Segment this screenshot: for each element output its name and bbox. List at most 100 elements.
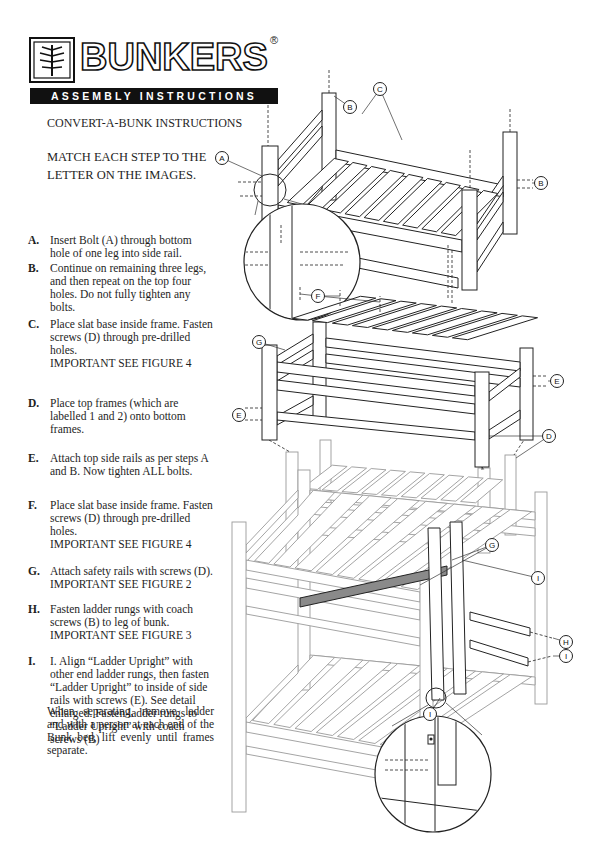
bed-frame-figure — [254, 174, 286, 206]
leader-line — [489, 436, 549, 458]
bed-frame-figure — [270, 200, 292, 340]
band-text: ASSEMBLY INSTRUCTIONS — [51, 90, 257, 102]
top-bunk-figure — [269, 440, 290, 452]
assembled-bunk-figure — [232, 470, 552, 841]
assembled-bunk-figure — [380, 715, 490, 841]
top-bunk-figure — [489, 410, 520, 439]
leader-line — [462, 560, 538, 578]
bed-frame-figure — [300, 252, 350, 253]
registered-mark: ® — [270, 34, 278, 47]
bed-frame-figure — [517, 188, 533, 189]
callout-letter: B — [538, 179, 543, 188]
callout-letter: H — [563, 638, 569, 647]
bed-frame-figure — [255, 201, 258, 215]
important-note: IMPORTANT SEE FIGURE 4 — [50, 538, 214, 551]
important-note: IMPORTANT SEE FIGURE 4 — [50, 357, 214, 370]
bed-frame-figure — [238, 182, 262, 183]
step-letter: D. — [28, 397, 39, 410]
top-bunk-figure — [533, 386, 548, 387]
callout-letter: C — [377, 85, 383, 94]
important-note: IMPORTANT SEE FIGURE 2 — [50, 578, 214, 591]
top-bunk-figure — [292, 296, 537, 339]
callout-circle: E — [232, 408, 246, 422]
instruction-note: MATCH EACH STEP TO THE LETTER ON THE IMA… — [47, 148, 215, 184]
logo-icon — [34, 42, 70, 78]
assembled-bunk-figure — [428, 735, 434, 744]
step-text: Place top frames (which are labelled 1 a… — [50, 397, 214, 436]
callout-circle: A — [215, 151, 229, 165]
assembled-bunk-figure — [528, 656, 552, 662]
step-text: Attach top side rails as per steps A and… — [50, 452, 214, 478]
bed-frame-figure — [452, 250, 453, 305]
title-band: ASSEMBLY INSTRUCTIONS — [30, 88, 278, 104]
callout-letter: I — [565, 652, 567, 661]
assembled-bunk-figure — [380, 798, 490, 812]
bed-frame-figure — [503, 132, 517, 234]
callout-circle: I — [559, 649, 573, 663]
top-bunk-figure — [245, 408, 262, 409]
callout-circle: F — [311, 289, 325, 303]
top-bunk-figure — [475, 372, 489, 467]
top-bunk-figure — [277, 380, 475, 414]
top-bunk-figure — [245, 420, 262, 421]
step-letter: C. — [28, 318, 39, 331]
callout-letter: F — [316, 292, 321, 301]
closing-note: When separating, remove ladder and with … — [47, 705, 214, 757]
callout-letter: I — [429, 710, 431, 719]
callout-circle: G — [252, 335, 266, 349]
bed-frame-figure — [470, 150, 471, 190]
step-letter: H. — [28, 603, 40, 616]
top-bunk-figure — [461, 479, 503, 503]
step-text: Fasten ladder rungs with coach screws (B… — [50, 603, 214, 629]
step-letter: A. — [28, 234, 39, 247]
callout-circle: B — [343, 100, 357, 114]
assembled-bunk-figure — [438, 715, 456, 785]
bed-frame-figure — [517, 180, 533, 181]
assembled-bunk-figure — [428, 528, 444, 700]
step-letter: B. — [28, 262, 39, 275]
top-bunk-figure — [262, 345, 277, 440]
assembled-bunk-figure — [246, 665, 298, 726]
assembled-bunk-figure — [246, 507, 298, 570]
callout-letter: D — [546, 432, 552, 441]
bed-frame-figure — [245, 265, 270, 266]
bed-frame-figure — [510, 108, 511, 132]
callout-letter: B — [347, 103, 352, 112]
step-letter: G. — [28, 565, 40, 578]
assembled-bunk-figure — [232, 522, 246, 812]
step-text: Place slat base inside frame. Fasten scr… — [50, 499, 214, 538]
callout-circle: I — [531, 571, 545, 585]
assembled-bunk-figure — [405, 715, 435, 841]
top-bunk-figure — [380, 296, 381, 312]
bed-frame-figure — [240, 252, 270, 253]
assembled-bunk-figure — [429, 737, 432, 740]
leader-line — [362, 89, 402, 140]
brand-logo: BUNKERS — [80, 35, 268, 79]
callout-circle: E — [550, 374, 564, 388]
top-bunk-figure — [533, 376, 548, 377]
callout-circle: H — [559, 635, 573, 649]
assembled-bunk-figure — [530, 632, 552, 638]
callout-letter: A — [219, 154, 224, 163]
leader-line — [222, 89, 566, 714]
leader-line — [420, 545, 492, 585]
assembled-bunk-figure — [470, 612, 530, 636]
step-text: Attach safety rails with screws (D). — [50, 565, 214, 578]
top-bunk-figure — [520, 348, 533, 440]
bed-frame-figure — [462, 190, 477, 290]
assembled-bunk-figure — [470, 640, 528, 666]
callout-letter: E — [236, 411, 241, 420]
top-bunk-figure — [277, 412, 475, 440]
top-bunk-figure — [452, 316, 537, 340]
step-letter: E. — [28, 452, 39, 465]
callout-letter: E — [554, 377, 559, 386]
callout-letter: G — [489, 541, 495, 550]
logo-icon — [30, 38, 74, 82]
bed-frame-figure — [240, 196, 262, 197]
assembled-bunk-figure — [450, 522, 466, 694]
step-letter: F. — [28, 499, 37, 512]
bed-frame-figure — [300, 265, 345, 266]
top-bunk-figure — [489, 368, 520, 401]
assembled-bunk-figure — [385, 760, 430, 761]
bed-frame-figure — [448, 245, 449, 300]
